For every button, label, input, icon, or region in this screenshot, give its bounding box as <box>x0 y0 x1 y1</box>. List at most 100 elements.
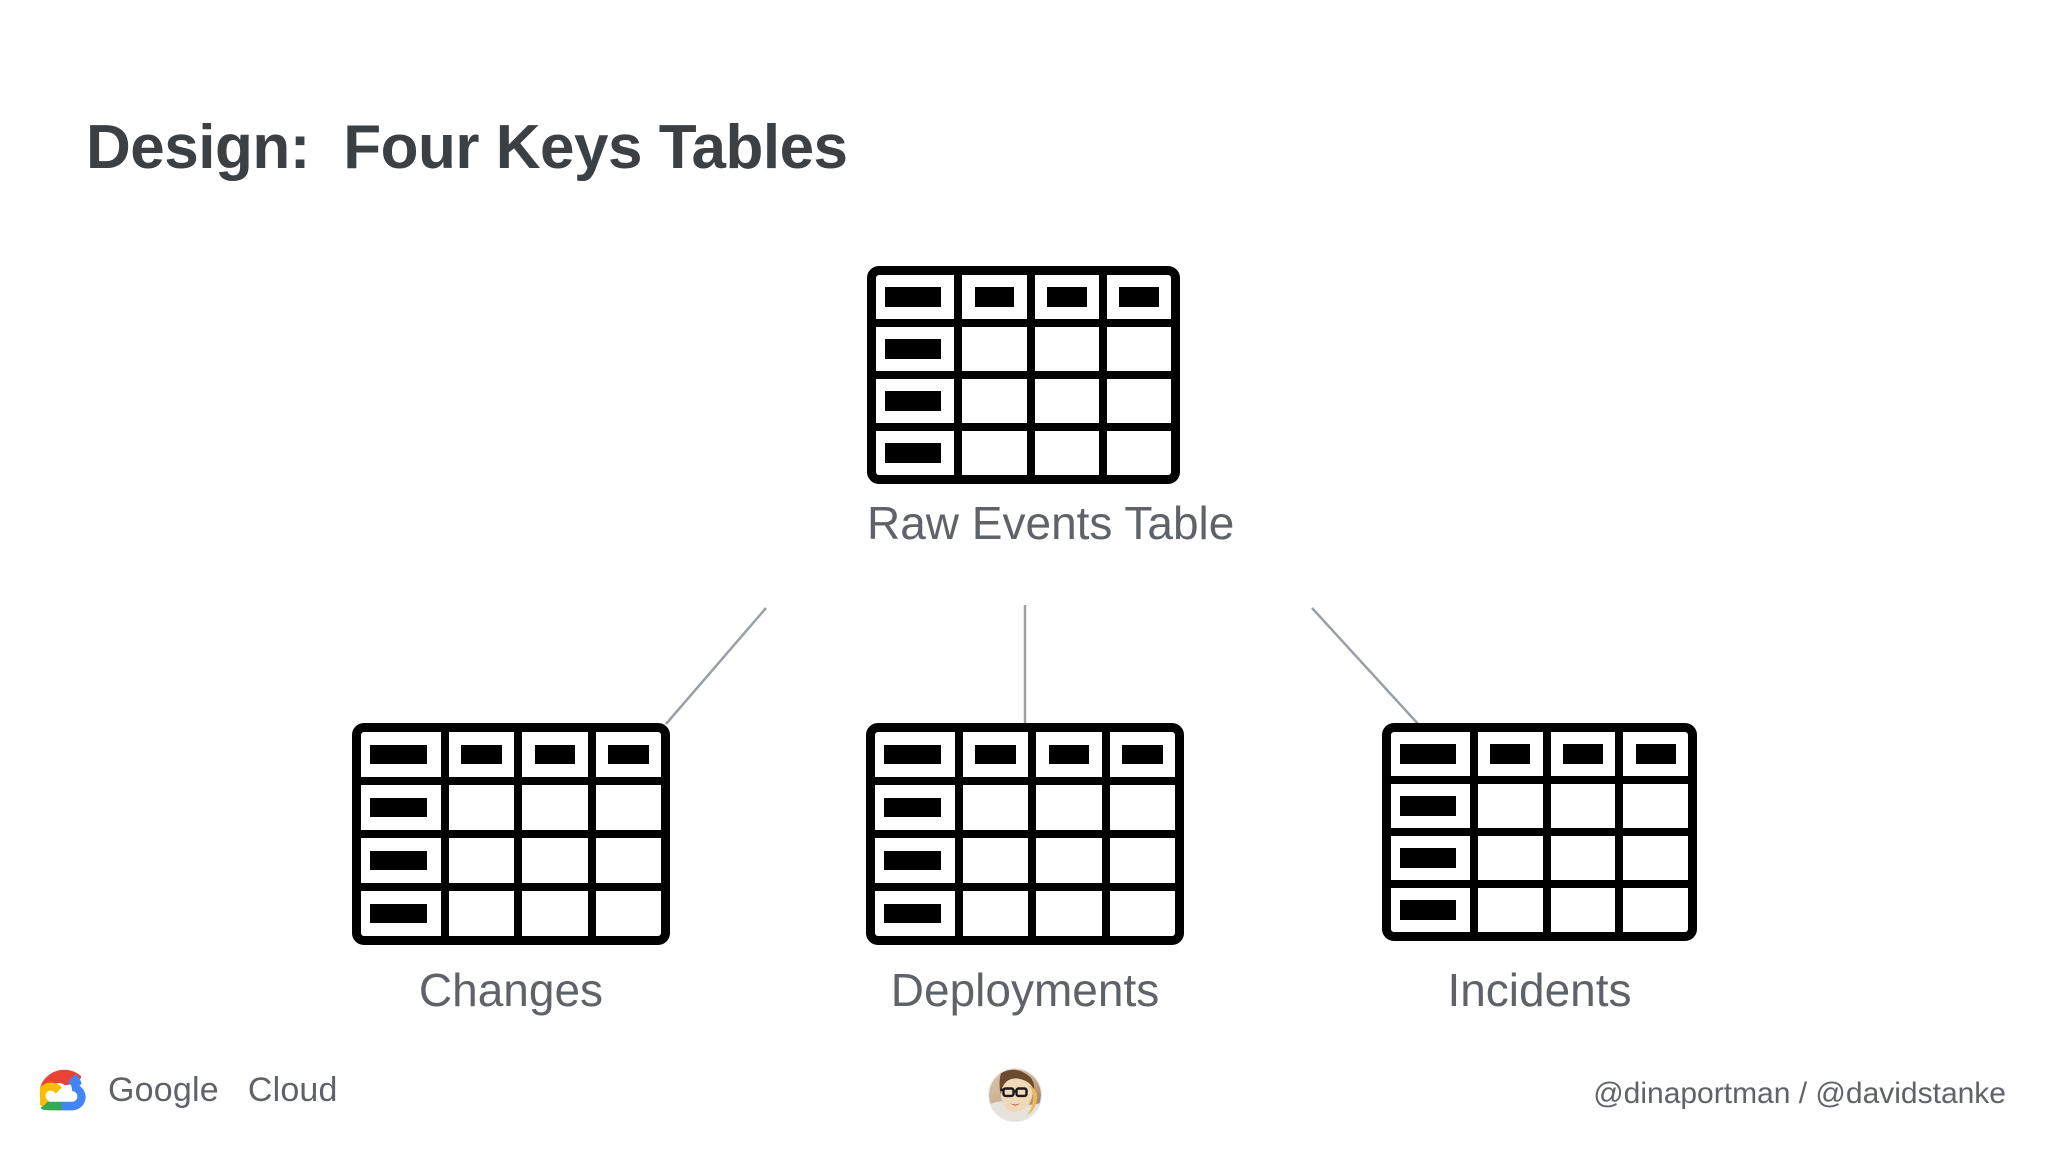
table-cell <box>1106 327 1171 371</box>
cell-bar <box>1118 287 1159 307</box>
table-cell <box>1034 379 1099 423</box>
table-cell <box>1477 836 1543 880</box>
table-cell <box>448 891 515 936</box>
node-deployments-table[interactable]: Deployments <box>866 723 1184 1016</box>
table-cell <box>962 431 1027 475</box>
table-cell <box>361 785 441 830</box>
google-cloud-wordmark: Google Cloud <box>108 1071 338 1110</box>
table-cell <box>962 379 1027 423</box>
brand-word-google: Google <box>108 1071 219 1109</box>
table-cell <box>1109 785 1175 830</box>
table-row <box>876 275 1171 319</box>
google-cloud-logo-icon <box>40 1069 86 1111</box>
cell-bar <box>1399 796 1457 816</box>
node-changes-table[interactable]: Changes <box>352 723 670 1016</box>
cell-bar <box>461 744 502 765</box>
table-cell <box>595 785 661 830</box>
table-cell <box>1034 327 1099 371</box>
table-cell <box>1106 379 1171 423</box>
table-cell <box>361 732 441 777</box>
avatar-photo-icon <box>989 1069 1041 1121</box>
table-cell <box>962 327 1027 371</box>
table-cell <box>1036 891 1102 936</box>
table-row <box>875 785 1175 830</box>
table-cell <box>1109 732 1175 777</box>
connector-raw-to-incidents <box>1311 607 1420 726</box>
table-cell <box>1036 785 1102 830</box>
table-cell <box>1477 784 1543 828</box>
cell-bar <box>1399 900 1457 920</box>
node-incidents-table[interactable]: Incidents <box>1382 723 1697 1016</box>
connector-raw-to-changes <box>665 607 767 725</box>
node-label-changes: Changes <box>418 964 604 1016</box>
table-cell <box>361 838 441 883</box>
table-cell <box>1036 838 1102 883</box>
social-handles: @dinaportman / @davidstanke <box>1593 1077 2006 1110</box>
table-row <box>361 838 661 883</box>
table-cell <box>595 838 661 883</box>
table-cell <box>1391 836 1470 880</box>
table-cell <box>1623 836 1688 880</box>
table-cell <box>522 732 588 777</box>
table-row <box>876 327 1171 371</box>
cell-bar <box>1399 744 1457 764</box>
table-icon <box>1382 723 1697 941</box>
table-row <box>875 732 1175 777</box>
table-cell <box>1391 784 1470 828</box>
table-cell <box>876 327 955 371</box>
cell-bar <box>884 339 942 359</box>
page-title: Design: Four Keys Tables <box>86 113 848 182</box>
node-label-incidents: Incidents <box>1447 964 1632 1016</box>
cell-bar <box>974 287 1015 307</box>
brand-word-cloud: Cloud <box>247 1071 338 1109</box>
table-cell <box>1109 838 1175 883</box>
table-cell <box>1106 431 1171 475</box>
table-cell <box>962 275 1027 319</box>
table-cell <box>962 838 1029 883</box>
table-row <box>875 838 1175 883</box>
cell-bar <box>369 797 428 818</box>
table-cell <box>1623 888 1688 932</box>
table-cell <box>875 732 955 777</box>
table-row <box>875 891 1175 936</box>
brand-word-spacer <box>229 1071 239 1109</box>
table-cell <box>1550 784 1616 828</box>
table-cell <box>875 785 955 830</box>
cell-bar <box>369 850 428 871</box>
table-cell <box>876 379 955 423</box>
table-row <box>361 732 661 777</box>
avatar <box>988 1068 1042 1122</box>
cell-bar <box>1562 744 1603 764</box>
cell-bar <box>1490 744 1531 764</box>
cell-bar <box>1635 744 1676 764</box>
table-cell <box>1109 891 1175 936</box>
table-cell <box>962 732 1029 777</box>
table-row <box>1391 836 1688 880</box>
table-cell <box>962 785 1029 830</box>
cell-bar <box>883 850 942 871</box>
table-row <box>361 891 661 936</box>
table-cell <box>361 891 441 936</box>
table-cell <box>448 732 515 777</box>
cell-bar <box>1399 848 1457 868</box>
table-cell <box>1391 888 1470 932</box>
cell-bar <box>883 744 942 765</box>
table-cell <box>1106 275 1171 319</box>
table-cell <box>448 785 515 830</box>
cell-bar <box>608 744 649 765</box>
table-cell <box>962 891 1029 936</box>
table-cell <box>1477 888 1543 932</box>
table-cell <box>1623 732 1688 776</box>
cell-bar <box>884 443 942 463</box>
cell-bar <box>883 797 942 818</box>
table-row <box>361 785 661 830</box>
table-cell <box>1034 275 1099 319</box>
node-raw-events-table[interactable]: Raw Events Table <box>867 266 1234 549</box>
table-row <box>1391 732 1688 776</box>
table-cell <box>595 891 661 936</box>
table-cell <box>876 431 955 475</box>
table-row <box>876 379 1171 423</box>
cell-bar <box>1046 287 1087 307</box>
table-icon <box>867 266 1180 484</box>
cell-bar <box>884 391 942 411</box>
